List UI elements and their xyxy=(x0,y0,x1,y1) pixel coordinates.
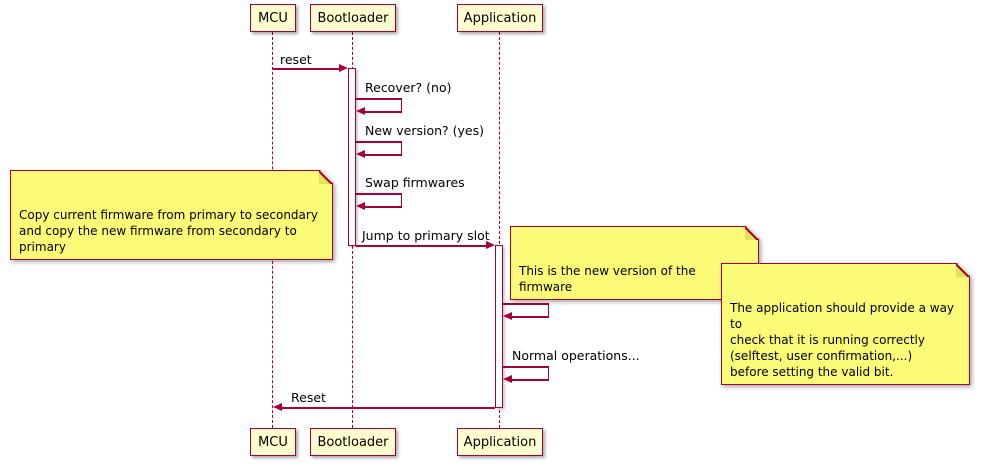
participant-bootloader-top-label: Bootloader xyxy=(317,10,389,26)
participant-mcu-top: MCU xyxy=(250,4,296,32)
message-write-valid-bit-arrow-icon xyxy=(503,312,512,320)
participant-application-bottom-label: Application xyxy=(463,434,537,450)
note-valid-bit: The application should provide a way to … xyxy=(721,263,970,385)
message-normal-operations-label: Normal operations... xyxy=(512,348,640,363)
message-swap-label: Swap firmwares xyxy=(365,175,465,190)
message-swap-arrow-icon xyxy=(356,202,365,210)
participant-application-top-label: Application xyxy=(463,10,537,26)
message-new-version-label: New version? (yes) xyxy=(365,123,484,138)
participant-bootloader-top: Bootloader xyxy=(310,4,396,32)
note-new-firmware-version-text: This is the new version of the firmware xyxy=(519,264,696,294)
note-fold-icon xyxy=(319,171,332,184)
note-fold-icon xyxy=(956,264,969,277)
participant-mcu-bottom: MCU xyxy=(250,428,296,456)
participant-mcu-bottom-label: MCU xyxy=(258,434,288,450)
note-fold-icon xyxy=(745,227,758,240)
note-new-firmware-version: This is the new version of the firmware xyxy=(510,226,759,300)
participant-application-top: Application xyxy=(457,4,543,32)
message-reset-arrow-icon xyxy=(339,64,348,72)
message-new-version-line-vertical xyxy=(400,141,402,155)
message-recover-label: Recover? (no) xyxy=(365,80,452,95)
activation-application xyxy=(495,245,503,408)
message-normal-operations-line-vertical xyxy=(547,366,549,380)
message-write-valid-bit-line-top xyxy=(503,303,549,305)
message-write-valid-bit-line-bottom xyxy=(512,316,549,318)
message-reset-line xyxy=(273,68,340,70)
message-swap-line-bottom xyxy=(365,206,402,208)
message-reset-back-arrow-icon xyxy=(273,403,282,411)
note-copy-firmware: Copy current firmware from primary to se… xyxy=(10,170,333,260)
message-recover-line-top xyxy=(356,98,402,100)
message-new-version-arrow-icon xyxy=(356,150,365,158)
message-new-version-line-bottom xyxy=(365,154,402,156)
activation-bootloader xyxy=(348,68,356,246)
message-normal-operations-arrow-icon xyxy=(503,375,512,383)
participant-bootloader-bottom-label: Bootloader xyxy=(317,434,389,450)
message-new-version-line-top xyxy=(356,141,402,143)
message-recover-line-bottom xyxy=(365,111,402,113)
message-reset-back-label: Reset xyxy=(291,390,326,405)
participant-mcu-top-label: MCU xyxy=(258,10,288,26)
message-reset-label: reset xyxy=(280,52,312,67)
participant-bootloader-bottom: Bootloader xyxy=(310,428,396,456)
message-jump-line xyxy=(356,245,486,247)
lifeline-application xyxy=(499,32,500,428)
note-copy-firmware-text: Copy current firmware from primary to se… xyxy=(19,208,318,254)
message-normal-operations-line-top xyxy=(503,366,549,368)
message-reset-back-line xyxy=(282,407,495,409)
message-swap-line-vertical xyxy=(400,193,402,207)
message-jump-arrow-icon xyxy=(486,241,495,249)
note-valid-bit-text: The application should provide a way to … xyxy=(730,301,955,379)
message-recover-line-vertical xyxy=(400,98,402,112)
message-recover-arrow-icon xyxy=(356,107,365,115)
message-jump-label: Jump to primary slot xyxy=(362,228,490,243)
participant-application-bottom: Application xyxy=(457,428,543,456)
message-normal-operations-line-bottom xyxy=(512,379,549,381)
message-write-valid-bit-line-vertical xyxy=(547,303,549,317)
message-swap-line-top xyxy=(356,193,402,195)
